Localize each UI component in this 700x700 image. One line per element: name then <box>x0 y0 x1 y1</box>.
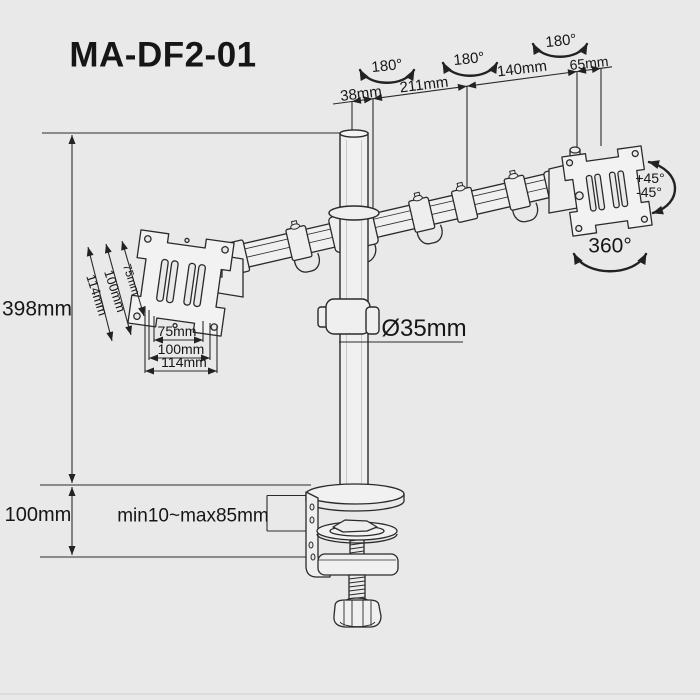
right-vesa-plate <box>561 145 653 237</box>
clamp-knob-facets <box>339 600 376 628</box>
vesa-corner-holes <box>565 149 649 233</box>
rotate-arc-2 <box>441 61 499 77</box>
clamp-range-label: min10~max85mm <box>117 505 269 527</box>
overlay-dimensions <box>86 240 463 375</box>
arm-clamp-screws <box>290 169 519 230</box>
pole-height-label: 398mm <box>1 297 73 321</box>
vesa-slots <box>156 258 206 308</box>
product-model-title: MA-DF2-01 <box>69 35 257 75</box>
vesa-diag-dim-100 <box>105 243 132 336</box>
rotate-180-label-2: 180° <box>452 48 486 70</box>
rotate-arc-1 <box>358 68 416 84</box>
arm-dim-seg2 <box>372 83 468 101</box>
tilt-arc <box>647 160 677 215</box>
arm-dim-extensions <box>351 68 602 211</box>
image-bottom-edge <box>0 693 700 695</box>
clamp-knob <box>333 599 382 628</box>
arm-bar-seams <box>190 176 561 271</box>
arm-assembly <box>189 168 568 280</box>
swivel-label: 360° <box>588 234 632 258</box>
rotation-arrows <box>358 42 677 273</box>
arm-dim-leadin <box>332 66 613 105</box>
swivel-arc <box>572 252 648 273</box>
pole-column <box>317 129 380 491</box>
rotate-180-label-3: 180° <box>544 30 578 52</box>
clamp-pad-rim <box>316 533 398 544</box>
pole-diameter-label: Ø35mm <box>381 315 467 342</box>
arm-dim-seg4 <box>576 66 602 74</box>
rotate-180-label-1: 180° <box>370 55 404 77</box>
clamp-bottom-jaw <box>317 553 399 576</box>
pole-top-cap <box>339 129 369 138</box>
arm-dim-65-label: 65mm <box>568 53 610 73</box>
arm-dim-seg1 <box>351 96 374 104</box>
tilt-up-label: +45° <box>635 170 665 186</box>
vesa-bottom-75-label: 75mm <box>157 323 197 339</box>
vesa-slots <box>585 170 629 212</box>
left-vesa-plate <box>127 229 235 337</box>
clamp-height-label: 100mm <box>4 504 72 526</box>
clamp-top-plate <box>305 483 405 505</box>
tilt-down-label: -45° <box>636 184 662 200</box>
vesa-bottom-extensions <box>144 306 218 373</box>
vesa-diag-dim-75 <box>121 240 145 317</box>
arm-dim-seg3 <box>466 69 578 89</box>
dimension-lines <box>40 66 613 558</box>
clamp-pad-lever <box>332 519 378 533</box>
pole-clip <box>317 298 380 335</box>
vesa-bottom-114-label: 114mm <box>161 354 207 370</box>
desk-clamp <box>305 483 405 628</box>
clamp-bracket-holes <box>308 503 316 561</box>
rotate-arc-3 <box>531 42 589 58</box>
vesa-bottom-100-label: 100mm <box>157 341 205 357</box>
pole-arm-collar <box>328 205 380 221</box>
